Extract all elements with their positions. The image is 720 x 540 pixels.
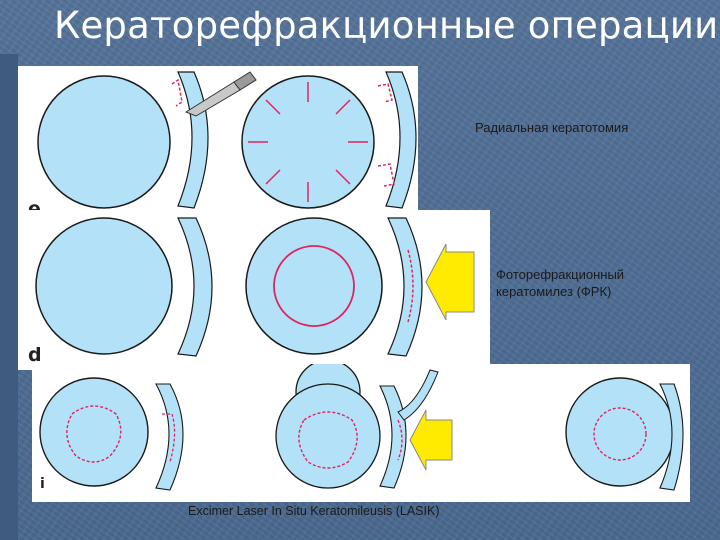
prk-illustration xyxy=(35,217,475,357)
slide-title: Кераторефракционные операции xyxy=(54,4,719,47)
cornea-front-view-lasik-3 xyxy=(565,377,675,487)
panel-radial-keratotomy: e xyxy=(18,66,418,220)
incision-mark-lower xyxy=(377,163,395,187)
incision-mark xyxy=(171,78,183,107)
caption-prk: Фоторефракционный кератомилез (ФРК) xyxy=(496,266,624,300)
flap-outline-1 xyxy=(66,405,122,463)
cornea-cross-section-prk-right xyxy=(387,217,423,357)
cornea-front-view-prk-right xyxy=(245,217,383,355)
radial-keratotomy-illustration xyxy=(37,71,417,209)
caption-prk-line-2: кератомилез (ФРК) xyxy=(496,284,612,299)
cornea-front-view-lasik-2 xyxy=(275,383,381,489)
cornea-cross-section-lasik-1 xyxy=(155,383,184,491)
ablation-profile xyxy=(407,249,414,323)
ablation-profile-lasik xyxy=(397,419,403,461)
panel-lasik: i xyxy=(32,364,690,502)
laser-arrow-icon xyxy=(425,243,475,321)
panel-letter-d: d xyxy=(28,344,42,366)
cornea-cross-section-prk-left xyxy=(177,217,213,357)
cornea-cross-section-right xyxy=(385,71,417,209)
flap-outline-3 xyxy=(593,407,647,461)
lifted-flap-strip xyxy=(397,369,439,421)
left-accent-bar xyxy=(0,54,18,540)
caption-lasik: Excimer Laser In Situ Keratomileusis (LA… xyxy=(188,504,440,518)
cornea-cross-section-left xyxy=(177,71,209,209)
panel-letter-i: i xyxy=(40,476,45,492)
flap-edge-1 xyxy=(162,413,176,463)
scalpel-icon xyxy=(184,71,257,117)
caption-prk-line-1: Фоторефракционный xyxy=(496,267,625,282)
incision-mark-upper xyxy=(377,83,393,103)
panel-prk: d xyxy=(18,210,490,370)
radial-incisions xyxy=(248,82,368,202)
cornea-front-view-lasik-1 xyxy=(39,377,149,487)
cornea-cross-section-lasik-3 xyxy=(659,383,684,491)
cornea-front-view-left xyxy=(37,75,171,209)
cornea-front-view-prk-left xyxy=(35,217,173,355)
flap-outline-2 xyxy=(298,411,358,469)
ablation-zone xyxy=(273,245,355,327)
laser-arrow-icon xyxy=(409,409,453,471)
caption-radial-keratotomy: Радиальная кератотомия xyxy=(475,120,629,135)
lasik-illustration xyxy=(39,364,684,491)
